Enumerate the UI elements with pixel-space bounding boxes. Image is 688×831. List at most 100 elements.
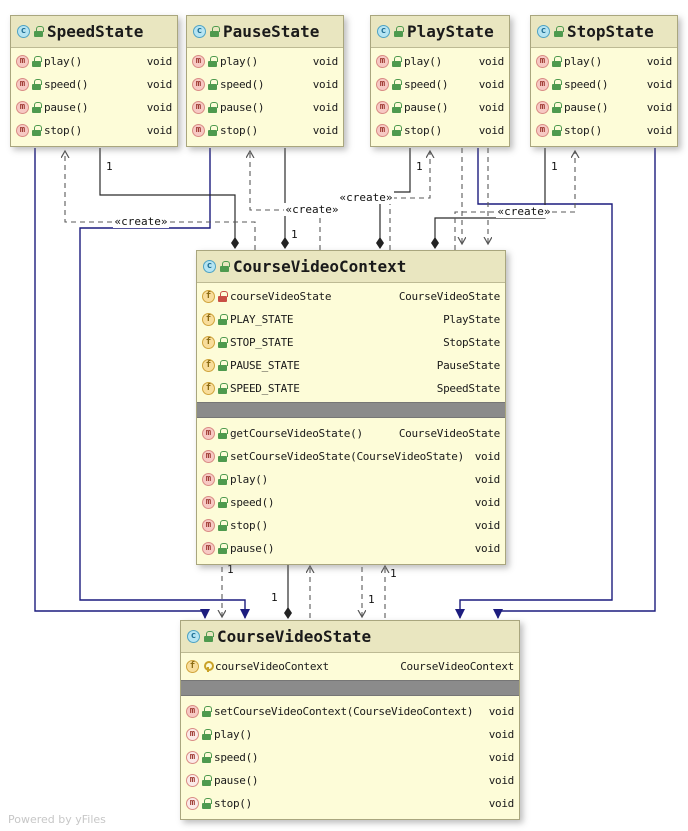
method-row[interactable]: m speed() void — [11, 73, 177, 96]
edge-inheritance-speedstate — [34, 148, 210, 619]
private-lock-icon — [218, 291, 228, 302]
field-type: PlayState — [443, 313, 500, 326]
public-lock-icon — [32, 125, 42, 136]
section-separator — [181, 680, 519, 696]
method-row[interactable]: m play() void — [181, 723, 519, 746]
method-return-type: void — [474, 519, 501, 532]
method-row[interactable]: m setCourseVideoContext(CourseVideoConte… — [181, 700, 519, 723]
class-header[interactable]: c SpeedState — [11, 16, 177, 48]
method-icon: m — [376, 78, 389, 91]
member-list: m play() void m speed() void m pause() v… — [187, 48, 343, 146]
method-return-type: void — [312, 55, 339, 68]
method-name: speed() — [564, 78, 609, 91]
method-row[interactable]: m play() void — [531, 50, 677, 73]
method-row[interactable]: m speed() void — [531, 73, 677, 96]
method-row[interactable]: m stop() void — [187, 119, 343, 142]
method-row[interactable]: m speed() void — [187, 73, 343, 96]
method-row[interactable]: m pause() void — [187, 96, 343, 119]
method-row[interactable]: m getCourseVideoState() CourseVideoState — [197, 422, 505, 445]
method-return-type: void — [488, 797, 515, 810]
field-name: courseVideoState — [230, 290, 332, 303]
member-list: m play() void m speed() void m pause() v… — [11, 48, 177, 146]
method-row[interactable]: m stop() void — [371, 119, 509, 142]
method-icon: m — [16, 124, 29, 137]
method-row[interactable]: m pause() void — [371, 96, 509, 119]
method-row[interactable]: m pause() void — [531, 96, 677, 119]
public-lock-icon — [552, 56, 562, 67]
method-row[interactable]: m speed() void — [181, 746, 519, 769]
method-row[interactable]: m stop() void — [531, 119, 677, 142]
method-row[interactable]: m pause() void — [181, 769, 519, 792]
class-header[interactable]: c StopState — [531, 16, 677, 48]
class-header[interactable]: c PlayState — [371, 16, 509, 48]
class-node-pausestate[interactable]: c PauseState m play() void m speed() voi… — [186, 15, 344, 147]
class-header[interactable]: c PauseState — [187, 16, 343, 48]
public-lock-icon — [218, 360, 228, 371]
field-type: CourseVideoState — [398, 290, 500, 303]
method-name: speed() — [230, 496, 275, 509]
class-header[interactable]: c CourseVideoState — [181, 621, 519, 653]
field-name: STOP_STATE — [230, 336, 294, 349]
field-row[interactable]: f STOP_STATE StopState — [197, 331, 505, 354]
method-row[interactable]: m play() void — [371, 50, 509, 73]
class-icon: c — [377, 25, 390, 38]
method-icon: m — [192, 78, 205, 91]
method-row[interactable]: m stop() void — [181, 792, 519, 815]
method-row[interactable]: m stop() void — [11, 119, 177, 142]
class-header[interactable]: c CourseVideoContext — [197, 251, 505, 283]
method-row[interactable]: m speed() void — [371, 73, 509, 96]
edge-inheritance-stopstate — [493, 148, 656, 619]
method-name: play() — [564, 55, 602, 68]
method-row[interactable]: m pause() void — [11, 96, 177, 119]
method-row[interactable]: m play() void — [11, 50, 177, 73]
field-row[interactable]: f PLAY_STATE PlayState — [197, 308, 505, 331]
class-icon: c — [537, 25, 550, 38]
field-row[interactable]: f courseVideoState CourseVideoState — [197, 285, 505, 308]
method-row[interactable]: m play() void — [187, 50, 343, 73]
public-lock-icon — [218, 543, 228, 554]
member-list: m play() void m speed() void m pause() v… — [531, 48, 677, 146]
public-lock-icon — [554, 26, 564, 37]
method-icon: m — [192, 101, 205, 114]
field-row[interactable]: f SPEED_STATE SpeedState — [197, 377, 505, 400]
public-lock-icon — [208, 102, 218, 113]
public-lock-icon — [202, 798, 212, 809]
field-type: SpeedState — [436, 382, 501, 395]
method-name: stop() — [404, 124, 442, 137]
method-name: pause() — [230, 542, 275, 555]
svg-text:«create»: «create» — [286, 203, 339, 216]
method-row[interactable]: m stop() void — [197, 514, 505, 537]
class-node-coursevideocontext[interactable]: c CourseVideoContext f courseVideoState … — [196, 250, 506, 565]
method-name: stop() — [44, 124, 82, 137]
method-return-type: void — [312, 124, 339, 137]
method-row[interactable]: m pause() void — [197, 537, 505, 560]
class-node-playstate[interactable]: c PlayState m play() void m speed() void… — [370, 15, 510, 147]
method-row[interactable]: m play() void — [197, 468, 505, 491]
public-lock-icon — [218, 474, 228, 485]
field-name: PLAY_STATE — [230, 313, 294, 326]
field-type: PauseState — [436, 359, 501, 372]
method-row[interactable]: m speed() void — [197, 491, 505, 514]
multiplicity-label: 1 — [390, 567, 397, 580]
field-icon: f — [202, 382, 215, 395]
method-return-type: void — [478, 55, 505, 68]
method-name: getCourseVideoState() — [230, 427, 363, 440]
abstract-method-icon: m — [186, 774, 199, 787]
field-row[interactable]: f courseVideoContext CourseVideoContext — [181, 655, 519, 678]
public-lock-icon — [202, 775, 212, 786]
multiplicity-label: 1 — [106, 160, 113, 173]
method-icon: m — [536, 78, 549, 91]
class-node-coursevideostate[interactable]: c CourseVideoState f courseVideoContext … — [180, 620, 520, 820]
method-icon: m — [202, 542, 215, 555]
public-lock-icon — [202, 752, 212, 763]
public-lock-icon — [218, 337, 228, 348]
method-row[interactable]: m setCourseVideoState(CourseVideoState) … — [197, 445, 505, 468]
class-node-stopstate[interactable]: c StopState m play() void m speed() void… — [530, 15, 678, 147]
public-lock-icon — [208, 79, 218, 90]
method-name: play() — [214, 728, 252, 741]
public-lock-icon — [392, 79, 402, 90]
class-node-speedstate[interactable]: c SpeedState m play() void m speed() voi… — [10, 15, 178, 147]
field-row[interactable]: f PAUSE_STATE PauseState — [197, 354, 505, 377]
method-return-type: void — [474, 542, 501, 555]
multiplicity-label: 1 — [368, 593, 375, 606]
